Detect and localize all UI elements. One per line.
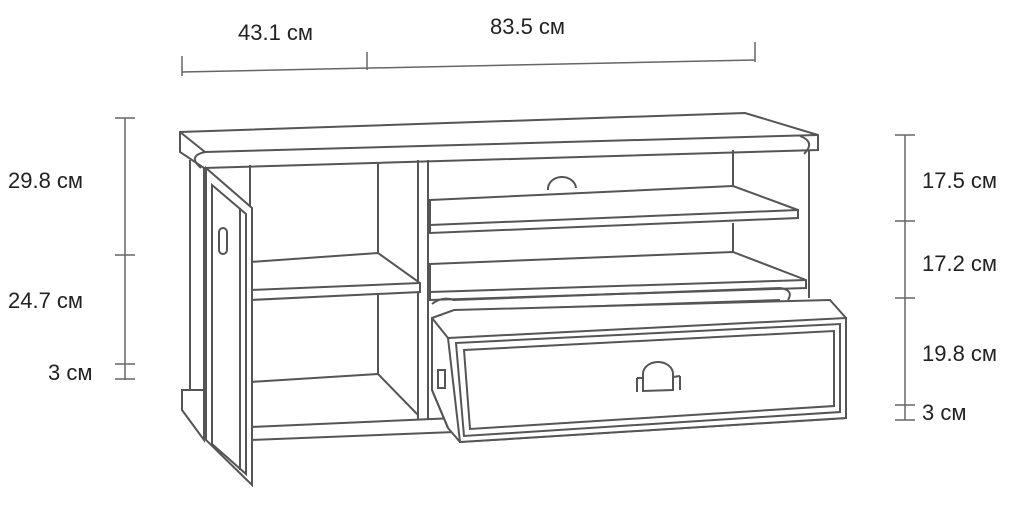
right-drawer-label: 19.8 см <box>922 341 998 366</box>
carcass <box>181 150 810 444</box>
depth-top-label: 43.1 см <box>238 20 314 45</box>
right-top-label: 17.5 см <box>922 168 998 193</box>
drawer-handle-icon <box>642 361 674 393</box>
left-dimension-line <box>115 117 135 380</box>
drawer-slide-icon <box>437 369 446 389</box>
width-top-label: 83.5 см <box>490 14 566 39</box>
left-upper-label: 29.8 см <box>8 168 84 193</box>
right-middle-label: 17.2 см <box>922 251 998 276</box>
right-dimension-line <box>895 134 915 421</box>
door-handle-icon <box>218 227 228 255</box>
right-base-label: 3 см <box>922 400 967 425</box>
top-dimension-line <box>181 42 756 76</box>
open-door <box>205 165 253 488</box>
top-panel <box>179 111 819 170</box>
left-base-label: 3 см <box>48 360 93 385</box>
left-middle-label: 24.7 см <box>8 288 84 313</box>
drawer <box>431 298 847 444</box>
